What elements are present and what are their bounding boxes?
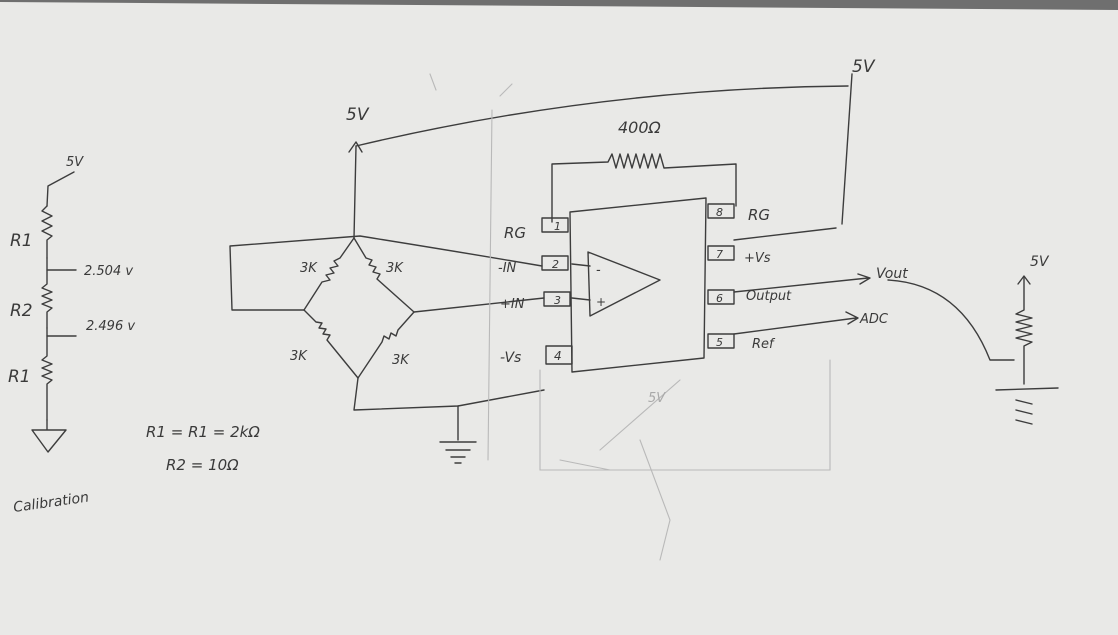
pin-8-number: 8 (716, 206, 723, 219)
r1-label: R1 (10, 231, 33, 251)
calibration-ground-symbol (31, 419, 67, 453)
node-top-tap (46, 257, 77, 271)
opamp-input-wires (571, 263, 591, 301)
gain-resistor-symbol (551, 153, 737, 223)
opamp-plus-sign: + (596, 295, 606, 309)
pot-supply-arrow (1017, 275, 1031, 285)
faint-diagonal (559, 379, 681, 561)
amplifier-supply-wire (733, 73, 853, 241)
bottom-node-wire (353, 377, 545, 411)
pot-ground-symbol (995, 387, 1059, 425)
bridge-supply-wire (353, 145, 357, 239)
bridge-resistor-bottom-right (357, 311, 415, 379)
node-top-voltage: 2.504 v (84, 264, 133, 279)
pin-5-box (707, 333, 735, 349)
bridge-resistor-top-right (353, 237, 415, 313)
bridge-label-top-right: 3K (386, 261, 404, 276)
calibration-equation-2: R2 = 10Ω (166, 456, 239, 474)
calibration-supply-label: 5V (66, 155, 84, 170)
bridge-supply-label: 5V (346, 105, 370, 125)
ic-body (569, 197, 707, 373)
pot-resistor-symbol (1015, 277, 1033, 385)
pin-1-name: RG (504, 224, 526, 242)
pin-2-name: -IN (498, 261, 517, 276)
vout-label: Vout (876, 266, 908, 282)
pin-7-name: +Vs (744, 251, 771, 266)
pin-8-box (707, 203, 735, 219)
bridge-resistor-bottom-left (303, 309, 359, 379)
pin-4-box (545, 345, 573, 365)
r2-resistor-symbol (41, 269, 53, 329)
faint-tick (429, 73, 513, 97)
pin-4-name: -Vs (500, 350, 521, 366)
r3-resistor-symbol (41, 327, 53, 421)
faint-vertical-line (487, 109, 493, 461)
adc-label: ADC (859, 312, 889, 327)
pin-1-number: 1 (554, 220, 561, 233)
node-bottom-voltage: 2.496 v (86, 319, 135, 334)
bridge-label-top-left: 3K (300, 261, 318, 276)
erased-sketch-marks: 5V (429, 73, 831, 561)
pin-7-number: 7 (716, 248, 723, 261)
pin-6-name: Output (746, 289, 792, 304)
pin-2-number: 2 (552, 258, 559, 271)
output-wire (733, 273, 871, 293)
bridge-label-bottom-right: 3K (392, 353, 410, 368)
pin-4-number: 4 (554, 349, 562, 363)
calibration-equation-1: R1 = R1 = 2kΩ (146, 423, 260, 441)
bridge-resistor-top-left (303, 237, 355, 311)
r3-label: R1 (8, 367, 31, 387)
pin-3-box (543, 291, 571, 307)
amplifier-supply-label: 5V (852, 57, 876, 77)
pot-supply-label: 5V (1030, 254, 1050, 270)
calibration-circuit: 5V R1 2.504 v R2 2.496 v R1 R1 = R1 = 2k… (8, 155, 260, 516)
r2-label: R2 (10, 301, 33, 321)
gain-resistor-label: 400Ω (618, 118, 662, 137)
pin-1-box (541, 217, 569, 233)
vout-to-pot-wire (887, 279, 1015, 361)
pin-3-number: 3 (554, 294, 561, 307)
left-node-wire-to-minus-in (229, 235, 543, 311)
ground-symbol (439, 441, 477, 464)
pin-5-number: 5 (716, 336, 723, 349)
pin-2-box (541, 255, 569, 271)
pin-5-name: Ref (752, 337, 776, 352)
instrumentation-amplifier: 400Ω - + 1 2 3 4 RG -IN +IN -Vs 8 7 6 5 … (498, 57, 1015, 373)
faint-loop (539, 359, 831, 471)
pin-3-name: +IN (500, 297, 525, 312)
wheatstone-bridge: 5V 3K 3K 3K 3K (229, 85, 849, 464)
opamp-minus-sign: - (596, 263, 601, 278)
bridge-supply-arrow (348, 141, 363, 153)
pin-6-box (707, 289, 735, 305)
faint-supply-label: 5V (648, 391, 666, 406)
ref-wire (733, 311, 859, 335)
pin-6-number: 6 (716, 292, 723, 305)
pin-8-name: RG (748, 206, 770, 224)
supply-rail-wire (355, 85, 849, 147)
pin-7-box (707, 245, 735, 261)
r1-resistor-symbol (41, 205, 53, 259)
right-node-wire-to-plus-in (413, 297, 545, 313)
calibration-supply-wire (46, 171, 75, 207)
opamp-triangle (587, 251, 661, 317)
potentiometer-circuit: 5V (995, 254, 1059, 425)
bridge-label-bottom-left: 3K (290, 349, 308, 364)
